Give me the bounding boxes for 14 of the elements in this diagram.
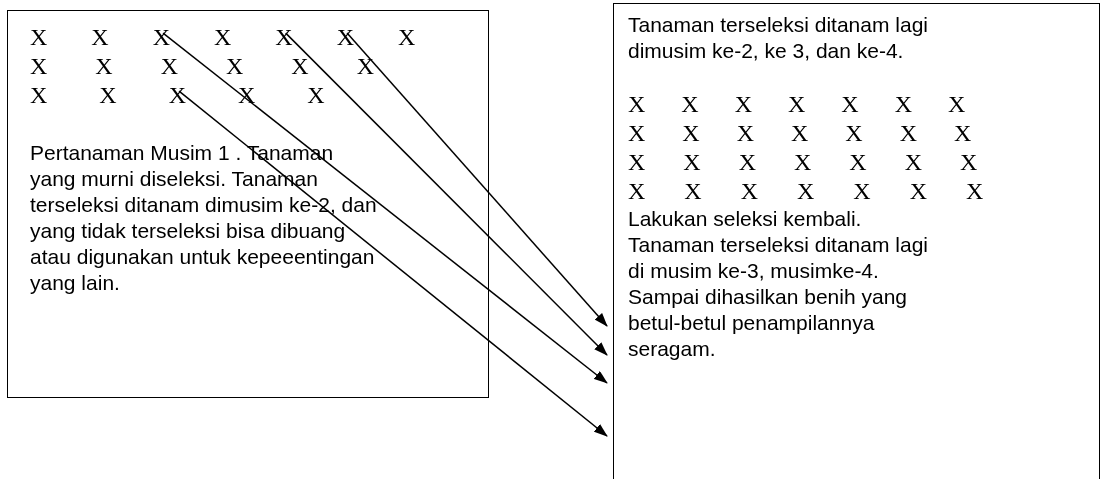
plant-row: X X X X X X — [30, 52, 374, 81]
plant-row: X X X X X X X — [628, 177, 984, 206]
text-box — [613, 3, 1100, 479]
plant-row: X X X X X X X — [30, 23, 416, 52]
arrow — [162, 32, 608, 384]
plant-row: X X X X X X X — [628, 119, 972, 148]
text-box — [7, 10, 489, 398]
arrow — [178, 90, 608, 437]
arrow — [346, 32, 608, 327]
plant-row: X X X X X X X — [628, 148, 978, 177]
description-text: Lakukan seleksi kembali. Tanaman terseleksi ditanam lagi di musim ke-3, musimke-4. Sampai dihasilkan benih yang betul-betul penampilannya seragam. — [628, 206, 928, 362]
arrow — [285, 32, 608, 356]
plant-row: X X X X X X X — [628, 90, 966, 119]
description-text: Tanaman terseleksi ditanam lagi dimusim ke-2, ke 3, dan ke-4. — [628, 12, 928, 64]
